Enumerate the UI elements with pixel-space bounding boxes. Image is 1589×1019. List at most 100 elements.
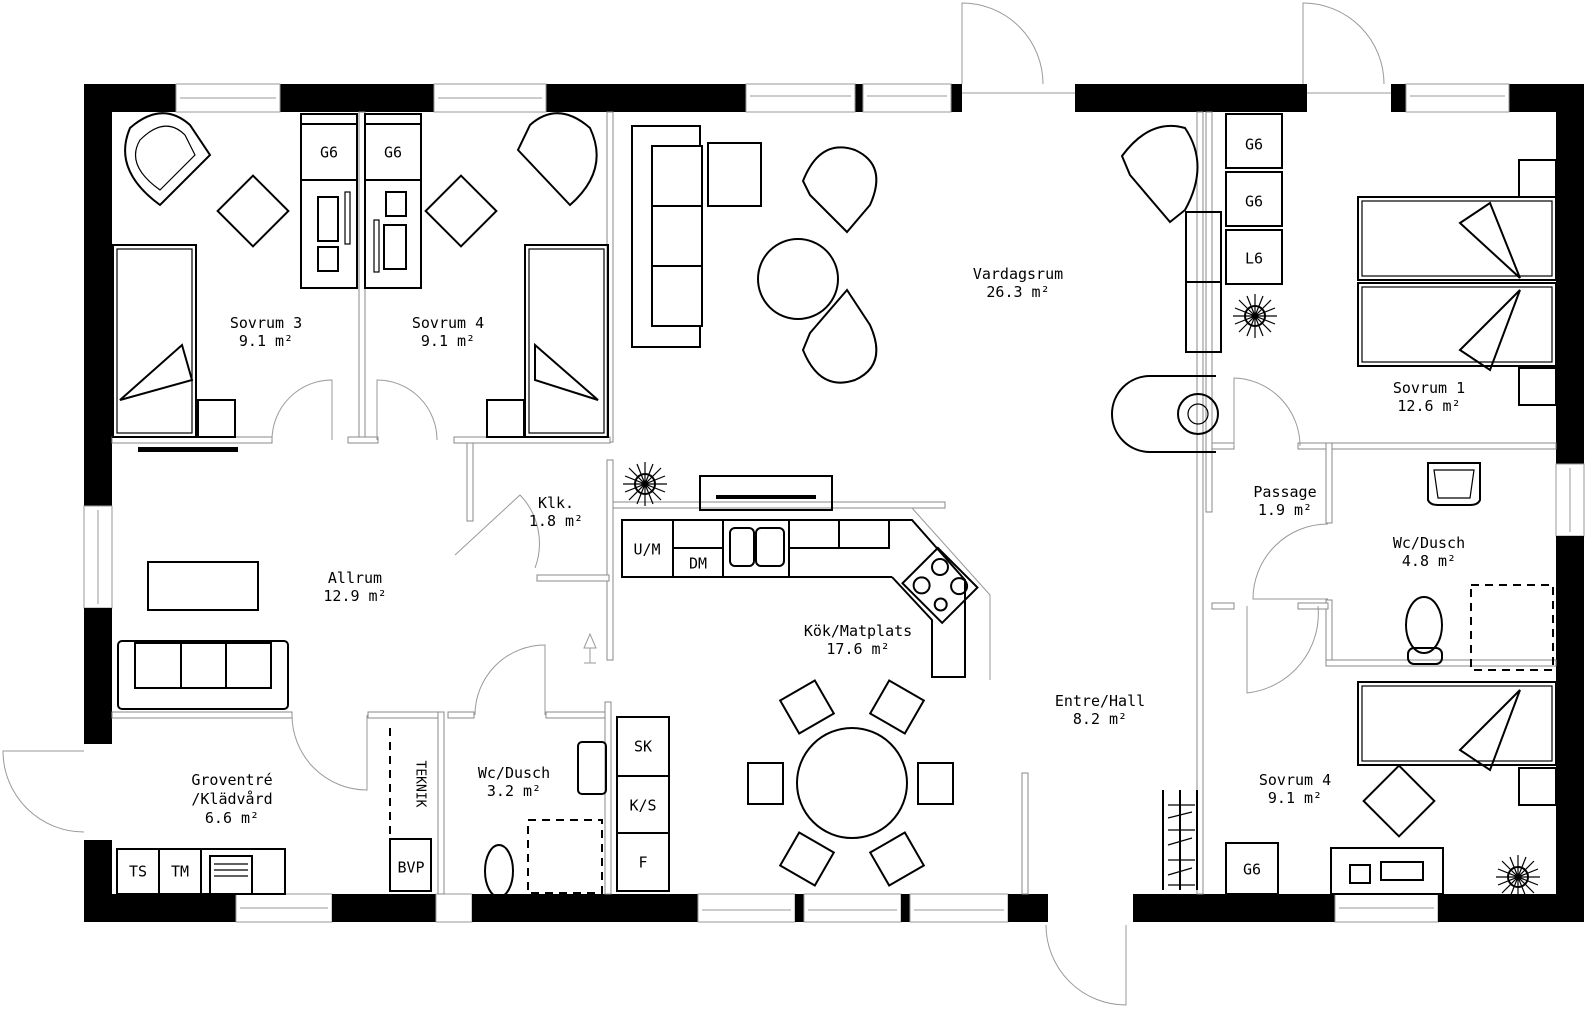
- chair-icon: [917, 762, 954, 805]
- fixture-label: G6: [1245, 136, 1263, 154]
- room-labels: Sovrum 3 9.1 m² Sovrum 4 9.1 m² Vardagsr…: [191, 265, 1465, 827]
- plant-icon: [1496, 855, 1540, 899]
- groventre-fixtures: TS TM TEKNIK BVP: [116, 728, 607, 898]
- dining-table-icon: [796, 727, 908, 839]
- fixture-label: G6: [1245, 193, 1263, 211]
- room-name: Entre/Hall: [1055, 692, 1145, 710]
- kitchen-fixtures: U/M DM SK K/S F: [616, 462, 991, 892]
- entre-fixtures: [1162, 790, 1198, 890]
- room-name: Sovrum 4: [412, 314, 484, 332]
- sovrum4a-furniture: G6: [364, 112, 609, 438]
- room-name: Klk.: [538, 494, 574, 512]
- desk-chair-icon: [216, 174, 290, 248]
- fixture-label: SK: [634, 738, 652, 756]
- fixture-label: F: [638, 854, 647, 872]
- sofa-icon: [631, 125, 701, 348]
- nightstand-icon: [1518, 159, 1557, 198]
- room-area: 6.6 m²: [205, 809, 259, 827]
- wcdusch1-fixtures: [1405, 462, 1554, 671]
- room-name: Vardagsrum: [973, 265, 1063, 283]
- room-area: 9.1 m²: [1268, 789, 1322, 807]
- vardagsrum-furniture: [631, 124, 1222, 453]
- chair-icon: [747, 762, 784, 805]
- interior-walls: [111, 111, 1557, 895]
- nightstand-icon: [1518, 767, 1557, 806]
- desk-chair-icon: [1362, 764, 1436, 838]
- armchair-icon: [516, 112, 598, 207]
- bed-icon: [1357, 282, 1557, 367]
- room-name: Sovrum 1: [1393, 379, 1465, 397]
- chair-icon: [778, 831, 836, 887]
- fixture-label: BVP: [397, 859, 424, 877]
- wardrobe-icon: [1225, 113, 1283, 169]
- room-area: 3.2 m²: [487, 782, 541, 800]
- room-name: Sovrum 3: [230, 314, 302, 332]
- chair-icon: [868, 831, 926, 887]
- armchair-icon: [801, 146, 878, 234]
- sink-icon: [577, 741, 607, 795]
- wardrobe-icon: [1225, 842, 1279, 895]
- bed-icon: [1357, 681, 1557, 766]
- wardrobe-icon: [1225, 229, 1283, 285]
- chair-icon: [868, 679, 926, 735]
- desk-icon: [1330, 847, 1444, 895]
- fixture-label: G6: [1243, 861, 1261, 879]
- fixture-label: G6: [320, 144, 338, 162]
- chair-icon: [778, 679, 836, 735]
- room-name: Groventré: [191, 771, 272, 789]
- room-area: 1.8 m²: [529, 512, 583, 530]
- fixture-label: TM: [171, 863, 189, 881]
- room-area: 9.1 m²: [239, 332, 293, 350]
- room-name-line2: /Klädvård: [191, 790, 272, 808]
- allrum-furniture: [117, 561, 597, 710]
- fixture-label: TEKNIK: [413, 761, 428, 808]
- armchair-icon: [801, 288, 878, 384]
- desk-icon: [300, 179, 358, 289]
- plant-icon: [623, 462, 667, 506]
- nightstand-icon: [1518, 367, 1557, 406]
- stair-arrow-icon: [583, 632, 597, 664]
- sink-icon: [1427, 462, 1481, 506]
- cabinet-f: [616, 832, 670, 892]
- armchair-icon: [1120, 124, 1199, 224]
- armchair-icon: [124, 112, 212, 207]
- room-area: 8.2 m²: [1073, 710, 1127, 728]
- stove-icon: [1111, 375, 1216, 453]
- fixture-label: G6: [384, 144, 402, 162]
- room-name: Wc/Dusch: [478, 764, 550, 782]
- room-name: Wc/Dusch: [1393, 534, 1465, 552]
- shower-area: [527, 819, 603, 894]
- toilet-icon: [484, 844, 514, 898]
- room-area: 17.6 m²: [826, 640, 889, 658]
- sovrum3-furniture: G6: [112, 112, 358, 452]
- room-area: 9.1 m²: [421, 332, 475, 350]
- fixture-label: L6: [1245, 250, 1263, 268]
- heat-pump-bvp: [389, 838, 432, 892]
- room-area: 1.9 m²: [1258, 501, 1312, 519]
- bed-icon: [524, 244, 609, 438]
- fixture-label: DM: [689, 555, 707, 573]
- room-name: Sovrum 4: [1259, 771, 1331, 789]
- room-area: 12.6 m²: [1397, 397, 1460, 415]
- sovrum1-furniture: G6 G6 L6: [1225, 113, 1557, 406]
- sofa-icon: [117, 640, 289, 710]
- room-area: 4.8 m²: [1402, 552, 1456, 570]
- bed-icon: [1357, 196, 1557, 281]
- nightstand-icon: [486, 399, 525, 438]
- room-area: 12.9 m²: [323, 587, 386, 605]
- range-hood-icon: [699, 475, 833, 511]
- sovrum4b-furniture: G6: [1225, 681, 1557, 899]
- fixture-label: K/S: [629, 797, 656, 815]
- wardrobe-icon: [1225, 171, 1283, 227]
- table-icon: [147, 561, 259, 611]
- room-name: Passage: [1253, 483, 1316, 501]
- dining-set: [747, 679, 954, 887]
- shower-area: [1470, 584, 1554, 671]
- desk-icon: [364, 179, 422, 289]
- cooktop-icon: [901, 546, 979, 625]
- room-name: Kök/Matplats: [804, 622, 912, 640]
- plant-icon: [1233, 294, 1277, 338]
- fixture-label: TS: [129, 863, 147, 881]
